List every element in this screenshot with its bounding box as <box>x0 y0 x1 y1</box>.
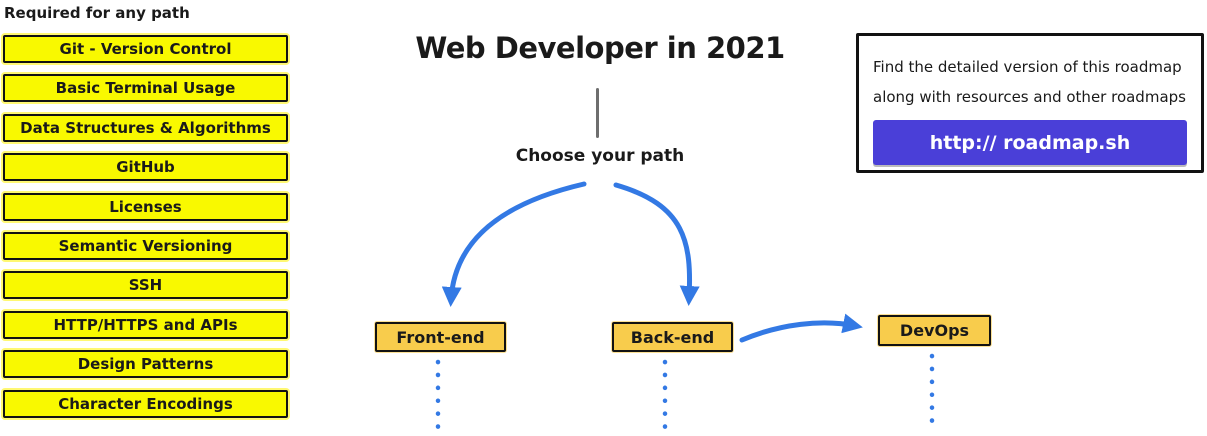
required-topics-heading: Required for any path <box>4 4 190 22</box>
topic-box-git[interactable]: Git - Version Control <box>3 35 288 63</box>
topic-box-github[interactable]: GitHub <box>3 153 288 182</box>
topic-box-http-apis[interactable]: HTTP/HTTPS and APIs <box>3 310 288 339</box>
path-box-devops[interactable]: DevOps <box>878 315 991 346</box>
page-title: Web Developer in 2021 <box>415 31 785 65</box>
topic-box-character-encodings[interactable]: Character Encodings <box>3 389 288 418</box>
topic-box-data-structures[interactable]: Data Structures & Algorithms <box>3 113 288 142</box>
topic-box-ssh[interactable]: SSH <box>3 271 288 300</box>
arrow-to-front-end <box>441 181 587 307</box>
roadmap-sh-link-button[interactable]: http:// roadmap.sh <box>873 120 1187 165</box>
arrow-to-back-end <box>613 182 700 306</box>
topic-box-terminal[interactable]: Basic Terminal Usage <box>3 74 288 103</box>
topic-box-licenses[interactable]: Licenses <box>3 192 288 221</box>
topic-box-semantic-versioning[interactable]: Semantic Versioning <box>3 231 288 260</box>
topic-box-design-patterns[interactable]: Design Patterns <box>3 350 288 379</box>
info-text-line-2: along with resources and other roadmaps <box>873 88 1186 106</box>
title-connector-line <box>596 88 599 138</box>
arrow-back-end-to-devops <box>739 313 863 343</box>
roadmap-info-box: Find the detailed version of this roadma… <box>856 33 1204 173</box>
path-box-back-end[interactable]: Back-end <box>612 322 733 352</box>
info-text-line-1: Find the detailed version of this roadma… <box>873 58 1182 76</box>
path-box-front-end[interactable]: Front-end <box>375 322 506 352</box>
choose-your-path-label: Choose your path <box>515 146 685 166</box>
required-topics-panel: Required for any path Git - Version Cont… <box>3 4 289 429</box>
